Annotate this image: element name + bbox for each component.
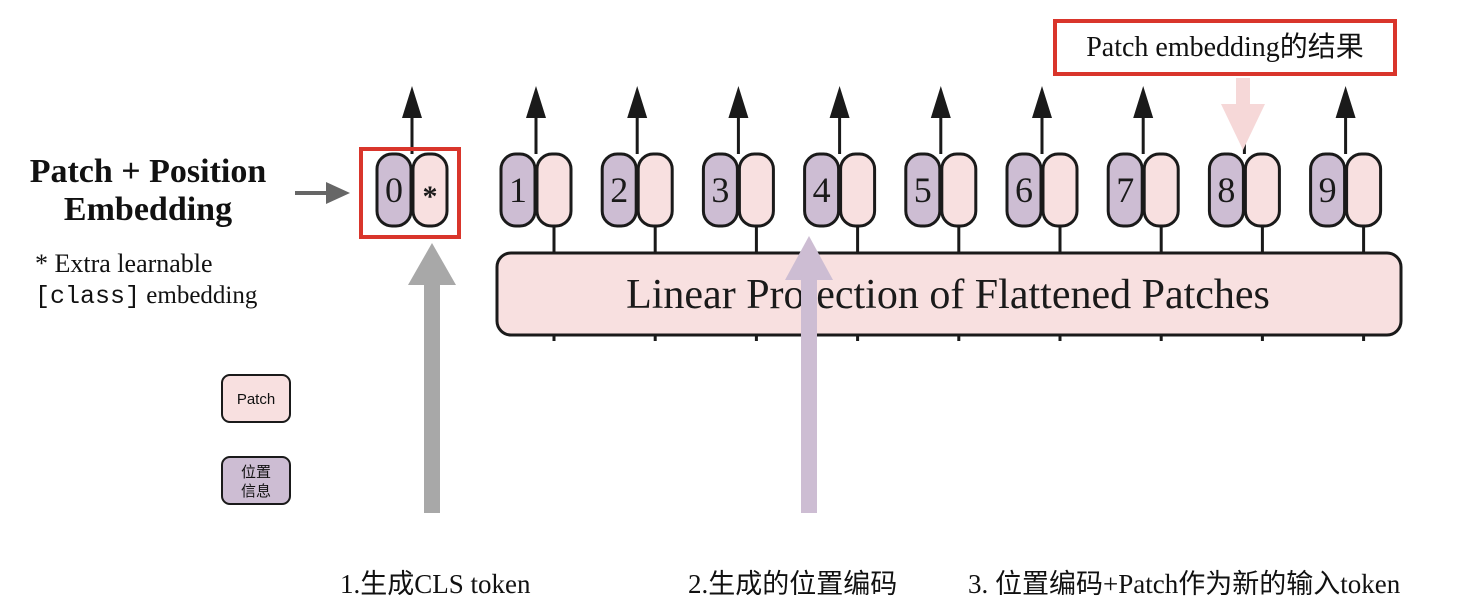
token-index: 0 <box>385 170 403 210</box>
caption-2: 2.生成的位置编码 <box>688 569 897 599</box>
title-arrow <box>295 182 350 204</box>
patch-embedding-pill <box>636 152 674 228</box>
callout-arrow <box>1221 78 1265 150</box>
token-index: 3 <box>711 170 729 210</box>
position-embedding-pill <box>499 152 537 228</box>
patch-embedding-pill <box>839 152 877 228</box>
output-arrowhead <box>1032 86 1052 118</box>
footnote-line2: [class] embedding <box>35 282 258 311</box>
position-embedding-pill <box>1309 152 1347 228</box>
footnote-line1: * Extra learnable <box>35 249 213 278</box>
callout-label: Patch embedding的结果 <box>1086 31 1364 63</box>
token-index: 5 <box>914 170 932 210</box>
legend-patch: Patch <box>221 374 291 423</box>
patch-embedding-pill <box>1142 152 1180 228</box>
footnote-code: [class] <box>35 282 140 311</box>
token-index: 2 <box>610 170 628 210</box>
token-index: 6 <box>1015 170 1033 210</box>
caption-1: 1.生成CLS token <box>340 569 531 599</box>
title-line1: Patch + Position <box>30 153 267 190</box>
patch-embedding-pill <box>1243 152 1281 228</box>
token-4: 4 <box>803 86 877 228</box>
token-7: 7 <box>1106 86 1180 228</box>
cls-highlight-box <box>359 147 461 239</box>
caption-3: 3. 位置编码+Patch作为新的输入token <box>968 569 1401 599</box>
legend-position: 位置 信息 <box>221 456 291 505</box>
projection-ticks <box>552 335 1366 341</box>
position-embedding-pill <box>600 152 638 228</box>
output-arrowhead <box>1133 86 1154 118</box>
projection-box <box>495 251 1403 341</box>
legend-position-line2: 信息 <box>241 483 271 500</box>
token-index: 8 <box>1217 170 1235 210</box>
patch-embedding-pill <box>535 152 573 228</box>
token-index: 4 <box>813 170 831 210</box>
output-arrowhead <box>930 86 951 118</box>
position-embedding-pill <box>1005 152 1043 228</box>
position-embedding-pill <box>375 152 413 228</box>
token-index: 9 <box>1319 170 1337 210</box>
callout-box <box>1053 19 1397 76</box>
patch-embedding-pill <box>1041 152 1079 228</box>
token-index: 1 <box>509 170 527 210</box>
legend-position-line1: 位置 <box>241 464 271 481</box>
token-3: 3 <box>701 86 775 228</box>
output-arrowhead <box>526 86 546 118</box>
token-2: 2 <box>600 86 674 228</box>
token-index: 7 <box>1116 170 1134 210</box>
class-token: 0* <box>375 86 449 228</box>
position-arrow <box>785 236 833 513</box>
title-line2: Embedding <box>64 191 232 228</box>
position-embedding-pill <box>803 152 841 228</box>
output-arrowhead <box>627 86 648 118</box>
class-token-symbol: * <box>423 180 438 213</box>
token-9: 9 <box>1309 86 1383 228</box>
output-arrowhead <box>728 86 749 118</box>
position-embedding-pill <box>1207 152 1245 228</box>
output-arrowhead <box>402 86 422 118</box>
position-embedding-pill <box>701 152 739 228</box>
token-5: 5 <box>904 86 978 228</box>
token-1: 1 <box>499 86 573 228</box>
position-embedding-pill <box>1106 152 1144 228</box>
footnote-rest: embedding <box>140 282 258 309</box>
output-arrowhead <box>1335 86 1356 118</box>
projection-label: Linear Projection of Flattened Patches <box>626 272 1270 318</box>
token-6: 6 <box>1005 86 1079 228</box>
patch-embedding-pill <box>737 152 775 228</box>
position-embedding-pill <box>904 152 942 228</box>
cls-arrow <box>408 243 456 513</box>
patch-embedding-pill <box>1345 152 1383 228</box>
class-token-pill <box>411 152 449 228</box>
patch-embedding-pill <box>940 152 978 228</box>
output-arrowhead <box>829 86 850 118</box>
legend-patch-label: Patch <box>237 391 275 408</box>
